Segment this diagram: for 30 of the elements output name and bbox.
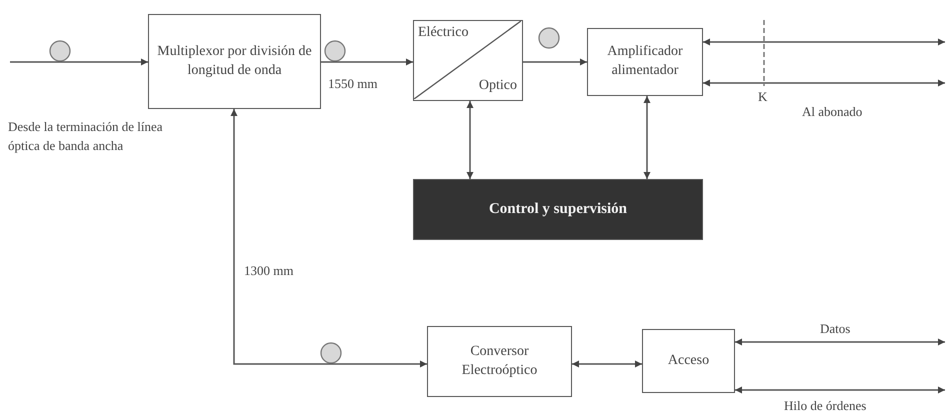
process-box <box>148 14 321 109</box>
block-label: Amplificador alimentador <box>606 43 684 80</box>
block-label: Multiplexor por división de longitud de onda <box>156 42 313 80</box>
arrow <box>703 38 945 46</box>
arrow <box>466 101 474 179</box>
block-label: Optico <box>478 77 517 96</box>
arrow <box>321 58 413 66</box>
arrow <box>735 338 945 346</box>
block-label: Conversor Electroóptico <box>460 342 538 380</box>
edge-label: Datos <box>820 320 850 338</box>
process-box <box>427 326 572 397</box>
callout-letter: K <box>758 88 768 106</box>
arrow <box>230 109 427 368</box>
arrow <box>523 58 587 66</box>
arrow <box>10 58 148 66</box>
arrow <box>572 360 642 368</box>
edge-label: 1300 mm <box>244 262 294 280</box>
block-label: Control y supervisión <box>488 200 628 220</box>
edge-label: Hilo de órdenes <box>784 397 866 415</box>
block-label: Acceso <box>668 352 710 370</box>
process-box <box>587 28 703 96</box>
block-label: Eléctrico <box>418 24 469 42</box>
process-box <box>642 329 735 393</box>
edge-label: 1550 mm <box>328 75 378 93</box>
caption-text: Desde la terminación de línea óptica de banda ancha <box>8 118 164 155</box>
arrow <box>735 386 945 394</box>
arrow <box>644 96 650 179</box>
control-block <box>413 179 703 240</box>
arrow <box>703 80 945 86</box>
direction-text: Al abonado <box>802 103 862 121</box>
